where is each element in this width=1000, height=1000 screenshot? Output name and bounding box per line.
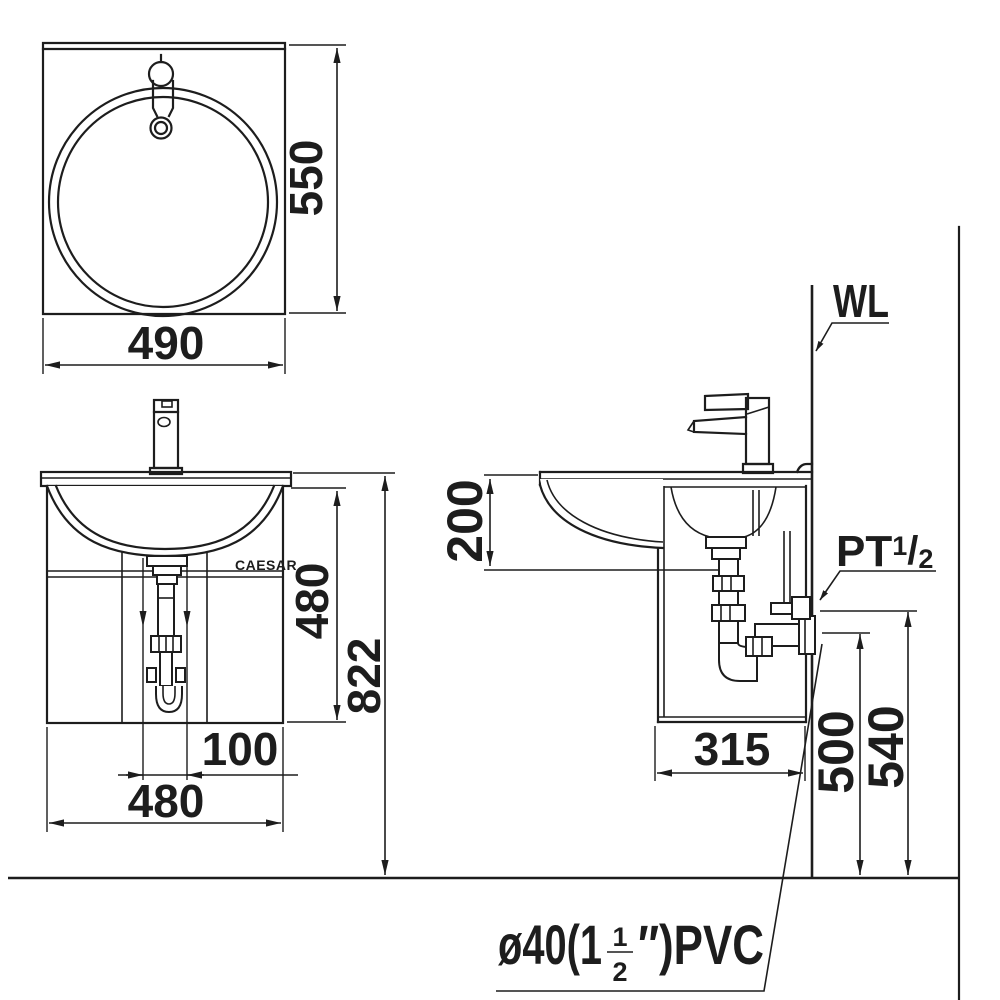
dim-drain-outlet-height-value: 500: [808, 710, 864, 793]
supply-callout: PT1/2: [819, 527, 936, 601]
dim-cabinet-height: 480: [286, 487, 346, 723]
dim-total-height-value: 822: [338, 638, 390, 715]
plan-basin-inner-rim: [56, 95, 270, 309]
side-faucet: [686, 392, 775, 475]
drain-pipe-frac-num: 1: [612, 922, 627, 952]
supply-arrow-right: [183, 611, 191, 627]
dim-supply-height: 540: [820, 610, 917, 875]
dim-supply-height-value: 540: [858, 705, 914, 788]
dim-drain-offset: 100: [118, 723, 298, 779]
drain-pipe-label-suffix: ″)PVC: [638, 913, 764, 976]
dim-cabinet-height-value: 480: [286, 563, 338, 640]
dim-drain-outlet-height: 500: [808, 632, 870, 875]
side-cabinet: [656, 484, 808, 724]
plan-counter-outline: [41, 41, 287, 316]
dim-basin-drop-value: 200: [437, 479, 493, 562]
front-drain-trap: [146, 555, 188, 714]
plan-faucet: [147, 53, 175, 140]
dim-cabinet-depth: 315: [654, 723, 806, 781]
drain-pipe-frac-den: 2: [612, 957, 627, 987]
dim-drain-offset-value: 100: [202, 723, 279, 775]
dim-cabinet-width-value: 480: [128, 775, 205, 827]
dim-plan-width-value: 490: [128, 317, 205, 369]
dim-cabinet-depth-value: 315: [694, 723, 771, 775]
dim-cabinet-width: 480: [46, 727, 284, 832]
drain-pipe-label-prefix: ø40(1: [498, 913, 602, 976]
drain-wall-flange: [798, 615, 816, 655]
supply-arrow-left: [139, 611, 147, 627]
supply-label: PT1/2: [836, 527, 933, 576]
dim-total-height: 822: [293, 472, 395, 875]
dim-plan-depth-value: 550: [280, 140, 332, 217]
drain-pipe-callout: ø40(1 1 2 ″)PVC: [496, 643, 823, 992]
front-view: CAESAR 480 822 100 480: [39, 398, 395, 875]
brand-logo: CAESAR: [235, 557, 297, 573]
side-view: WL PT1/2 200 315 500: [8, 225, 961, 1000]
side-supply-pipe: [783, 531, 791, 603]
plan-view: 550 490: [41, 41, 346, 374]
front-faucet: [148, 398, 184, 476]
wall-line-label: WL: [833, 275, 889, 327]
supply-wall-stub: [770, 596, 811, 620]
dim-plan-depth: 550: [280, 44, 346, 314]
side-drain-trap: [705, 536, 816, 682]
plan-basin-outer-rim: [47, 86, 279, 318]
dim-plan-width: 490: [42, 317, 286, 374]
front-supply-lines: [139, 558, 191, 780]
front-basin: [45, 484, 285, 558]
side-basin-shell: [538, 479, 665, 550]
dim-basin-drop: 200: [437, 474, 718, 571]
wall-line-callout: WL: [815, 275, 889, 352]
